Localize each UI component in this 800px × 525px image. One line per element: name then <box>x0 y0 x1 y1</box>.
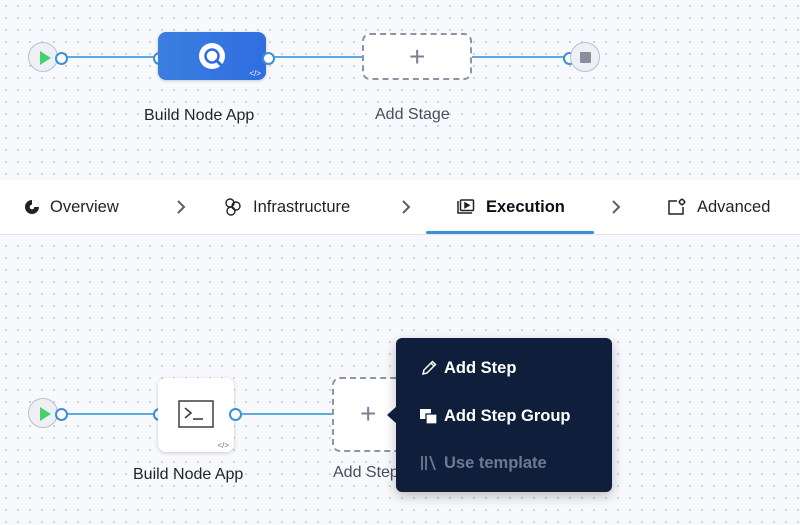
pipeline-studio: </> + Build Node App Add Stage <box>0 0 800 180</box>
pipeline-connector <box>272 56 362 58</box>
stage-node-build[interactable]: </> <box>158 32 266 80</box>
tab-execution[interactable]: Execution <box>456 180 565 234</box>
chevron-right-icon <box>402 200 411 214</box>
plus-icon: + <box>360 398 377 429</box>
advanced-icon <box>667 198 687 216</box>
ci-stage-icon <box>199 43 225 69</box>
tab-label: Execution <box>486 197 565 216</box>
execution-start-node[interactable] <box>28 398 58 428</box>
chevron-right-icon <box>177 200 186 214</box>
terminal-icon <box>178 400 214 428</box>
tab-label: Overview <box>50 197 119 216</box>
pipeline-end-node <box>570 42 600 72</box>
tab-infrastructure[interactable]: Infrastructure <box>223 180 350 234</box>
tab-advanced[interactable]: Advanced <box>667 180 770 234</box>
step-connector <box>64 413 158 415</box>
template-icon <box>418 454 440 472</box>
step-node-build[interactable]: </> <box>158 378 234 452</box>
pencil-icon <box>418 359 440 377</box>
tab-label: Advanced <box>697 197 771 216</box>
stage-tabs: Overview Infrastructure Execution Advanc… <box>0 180 800 235</box>
chevron-right-icon <box>612 200 621 214</box>
execution-canvas <box>0 235 800 525</box>
connector-port <box>55 52 68 65</box>
connector-port <box>229 408 242 421</box>
add-step-menu: Add Step Add Step Group Use template <box>387 338 612 492</box>
menu-item-add-step-group[interactable]: Add Step Group <box>418 404 571 428</box>
add-stage-button[interactable]: + <box>362 33 472 80</box>
pipeline-connector <box>64 56 158 58</box>
yaml-code-icon: </> <box>249 69 261 78</box>
connector-port <box>262 52 275 65</box>
active-tab-indicator <box>426 231 594 234</box>
menu-item-label: Use template <box>444 453 547 472</box>
pipeline-start-node[interactable] <box>28 42 58 72</box>
menu-item-label: Add Step Group <box>444 406 571 425</box>
add-step-label: Add Step <box>333 464 399 481</box>
menu-item-label: Add Step <box>444 358 517 377</box>
tab-overview[interactable]: Overview <box>24 180 119 234</box>
infrastructure-icon <box>223 197 243 217</box>
step-connector <box>239 413 332 415</box>
connector-port <box>55 408 68 421</box>
step-group-icon <box>418 407 440 425</box>
menu-item-add-step[interactable]: Add Step <box>418 356 516 380</box>
tab-label: Infrastructure <box>253 197 351 216</box>
pipeline-connector <box>472 56 566 58</box>
add-stage-label: Add Stage <box>375 106 450 123</box>
overview-icon <box>24 199 40 215</box>
menu-item-use-template: Use template <box>418 451 547 475</box>
execution-icon <box>456 198 476 216</box>
plus-icon: + <box>409 41 426 72</box>
step-label: Build Node App <box>133 466 244 483</box>
stage-label: Build Node App <box>144 107 255 124</box>
yaml-code-icon: </> <box>217 441 229 450</box>
